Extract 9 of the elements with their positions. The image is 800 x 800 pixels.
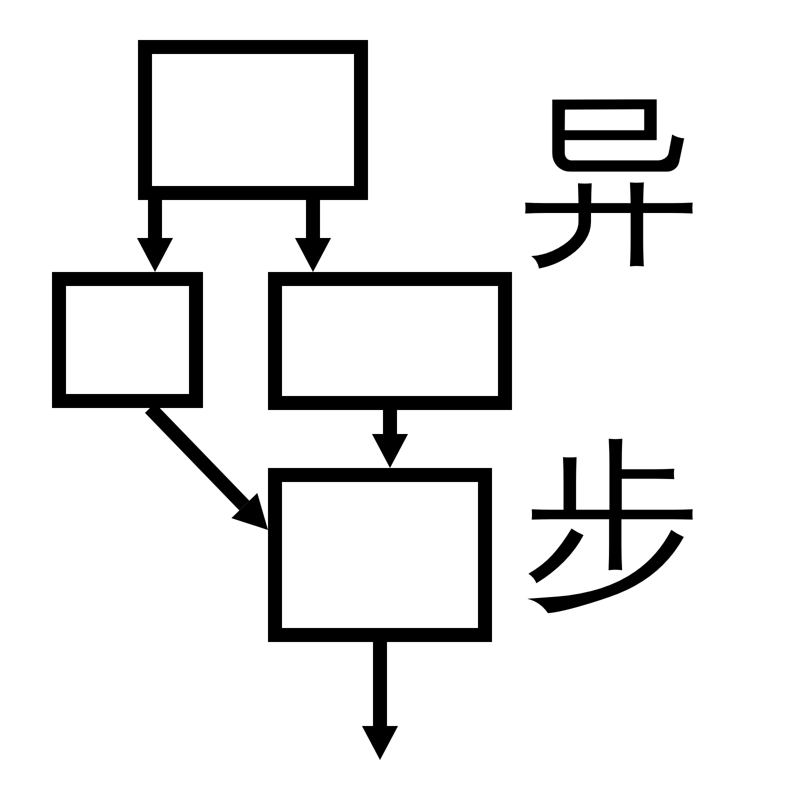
process-box: [138, 40, 368, 200]
process-box: [268, 468, 492, 642]
vertical-title: 异步: [522, 75, 700, 629]
arrow: [372, 410, 408, 468]
process-box: [52, 272, 203, 408]
arrow: [295, 200, 331, 272]
process-box: [268, 272, 512, 410]
arrow: [362, 642, 398, 760]
arrow: [137, 200, 173, 272]
